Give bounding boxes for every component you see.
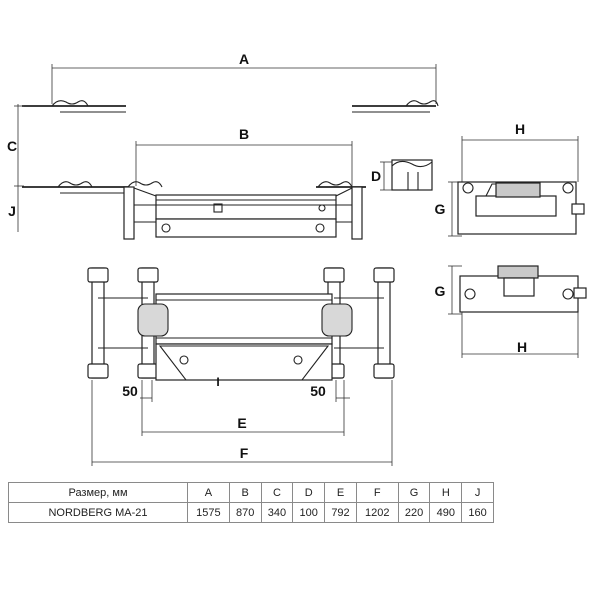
table-header-row: Размер, мм A B C D E F G H J <box>8 482 494 503</box>
dimension-e: E <box>141 380 345 436</box>
table-cell: 340 <box>260 502 294 523</box>
dimension-f: F <box>91 380 393 466</box>
technical-drawing: A C J B <box>7 51 587 466</box>
dimensions-table: Размер, мм A B C D E F G H J NORDBERG MA… <box>8 482 494 523</box>
side-view-lowered <box>22 181 366 240</box>
offset-50-left: 50 <box>122 380 153 402</box>
label-h-bottom: H <box>517 339 527 355</box>
plan-view: I <box>87 267 395 389</box>
label-g-top: G <box>435 201 446 217</box>
dimension-d: D <box>371 161 392 191</box>
raised-arm-right <box>352 100 439 113</box>
dimension-j: J <box>8 185 24 232</box>
table-cell: 1202 <box>355 502 399 523</box>
dimension-g-bottom: G <box>435 265 462 315</box>
label-g-bottom: G <box>435 283 446 299</box>
table-cell: 160 <box>461 502 494 523</box>
dimension-h-bottom: H <box>461 312 579 358</box>
dimension-c: C <box>7 104 24 186</box>
label-j: J <box>8 203 16 219</box>
label-h-top: H <box>515 121 525 137</box>
label-d: D <box>371 168 381 184</box>
table-col-header: H <box>429 482 463 503</box>
table-col-header: F <box>355 482 399 503</box>
table-col-header: D <box>292 482 326 503</box>
table-cell: 100 <box>292 502 326 523</box>
label-offset-right: 50 <box>310 383 326 399</box>
offset-50-right: 50 <box>310 380 350 402</box>
label-i: I <box>216 375 219 389</box>
table-model-name: NORDBERG MA-21 <box>8 502 188 523</box>
end-view-top <box>457 181 585 235</box>
raised-arm-left <box>22 100 126 113</box>
label-f: F <box>240 445 249 461</box>
saddle-detail <box>391 159 433 191</box>
label-b: B <box>239 126 249 142</box>
end-view-bottom <box>459 265 587 313</box>
label-c: C <box>7 138 17 154</box>
table-col-header: C <box>260 482 294 503</box>
table-cell: 870 <box>228 502 262 523</box>
table-cell: 1575 <box>187 502 230 523</box>
table-col-header: A <box>187 482 230 503</box>
table-cell: 792 <box>324 502 357 523</box>
dimension-a: A <box>51 51 437 104</box>
table-col-header: B <box>228 482 262 503</box>
dimension-h-top: H <box>461 121 579 182</box>
table-cell: 220 <box>397 502 431 523</box>
table-cell: 490 <box>429 502 463 523</box>
table-col-header: J <box>461 482 494 503</box>
table-header-label: Размер, мм <box>8 482 188 503</box>
table-col-header: E <box>324 482 357 503</box>
label-a: A <box>239 51 249 67</box>
table-row: NORDBERG MA-21 1575 870 340 100 792 1202… <box>8 502 494 523</box>
label-e: E <box>237 415 246 431</box>
dimension-b: B <box>135 126 353 186</box>
table-col-header: G <box>397 482 431 503</box>
label-offset-left: 50 <box>122 383 138 399</box>
